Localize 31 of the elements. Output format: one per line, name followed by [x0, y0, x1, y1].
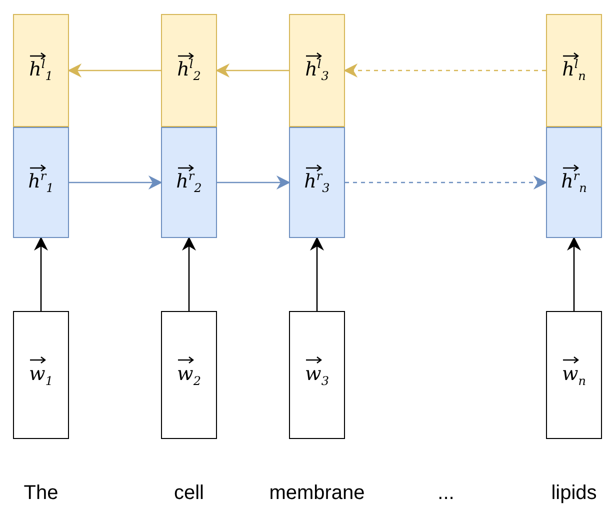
word-vector-box: [13, 311, 69, 439]
right-state-box: [161, 127, 217, 238]
word-label: lipids: [551, 482, 597, 505]
word-label: cell: [174, 482, 204, 505]
left-state-box: [161, 14, 217, 127]
right-state-box: [13, 127, 69, 238]
arrow: [34, 236, 48, 311]
word-label: The: [24, 482, 58, 505]
right-state-box: [289, 127, 345, 238]
arrow: [216, 64, 289, 78]
vector-symbol: w$_{2}$: [177, 362, 201, 388]
arrow: [310, 236, 324, 311]
left-state-box: [546, 14, 602, 127]
arrow: [344, 64, 546, 78]
word-vector-box: [546, 311, 602, 439]
word-vector-box: [289, 311, 345, 439]
vector-symbol: w$_{n}$: [562, 362, 586, 388]
word-label: ...: [438, 482, 454, 505]
arrow: [345, 176, 548, 190]
arrow: [182, 236, 196, 311]
vector-symbol: w$_{1}$: [29, 362, 53, 388]
left-state-box: [13, 14, 69, 127]
arrow: [217, 176, 290, 190]
right-state-box: [546, 127, 602, 238]
word-label: membrane: [269, 482, 365, 505]
word-vector-box: [161, 311, 217, 439]
arrow: [567, 236, 581, 311]
vector-symbol: w$_{3}$: [305, 362, 329, 388]
arrow: [69, 176, 162, 190]
arrow: [68, 64, 161, 78]
left-state-box: [289, 14, 345, 127]
